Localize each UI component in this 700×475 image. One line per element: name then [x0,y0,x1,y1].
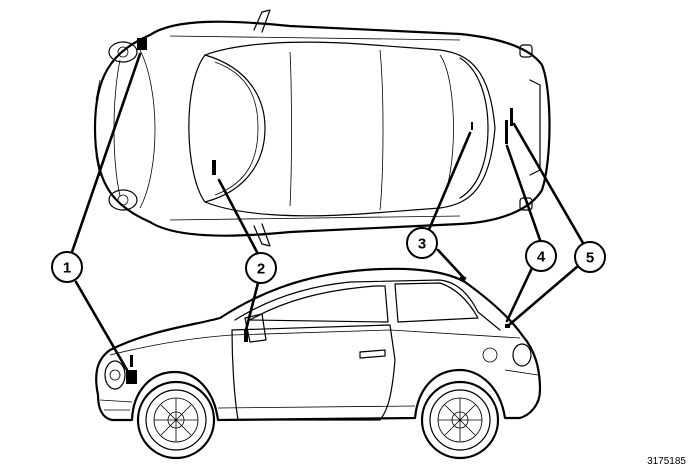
location-mark-2-top [212,160,216,175]
callout-5: 5 [574,241,606,273]
front-wheel [136,380,216,460]
callout-3-label: 3 [418,236,426,253]
rear-wheel [420,380,500,460]
leader-lines [70,52,585,372]
location-mark-45-side [505,324,510,328]
callout-5-label: 5 [586,250,594,267]
location-mark-1b-side [130,355,133,367]
figure-id: 3175185 [647,456,686,467]
location-mark-1-top [137,38,147,50]
callout-1-label: 1 [63,260,71,277]
car-side-view [95,267,542,422]
location-mark-2-side [244,330,248,342]
location-mark-1-side [126,370,137,384]
callout-3: 3 [406,227,438,259]
callout-1: 1 [51,251,83,283]
location-mark-3-side [458,274,467,283]
callout-2: 2 [245,252,277,284]
location-mark-3-top [471,122,473,130]
location-mark-4-top [505,120,508,144]
car-top-view [93,9,551,247]
callout-2-label: 2 [257,261,265,278]
callout-4: 4 [525,240,557,272]
location-mark-5-top [510,108,513,126]
callout-4-label: 4 [537,249,546,266]
